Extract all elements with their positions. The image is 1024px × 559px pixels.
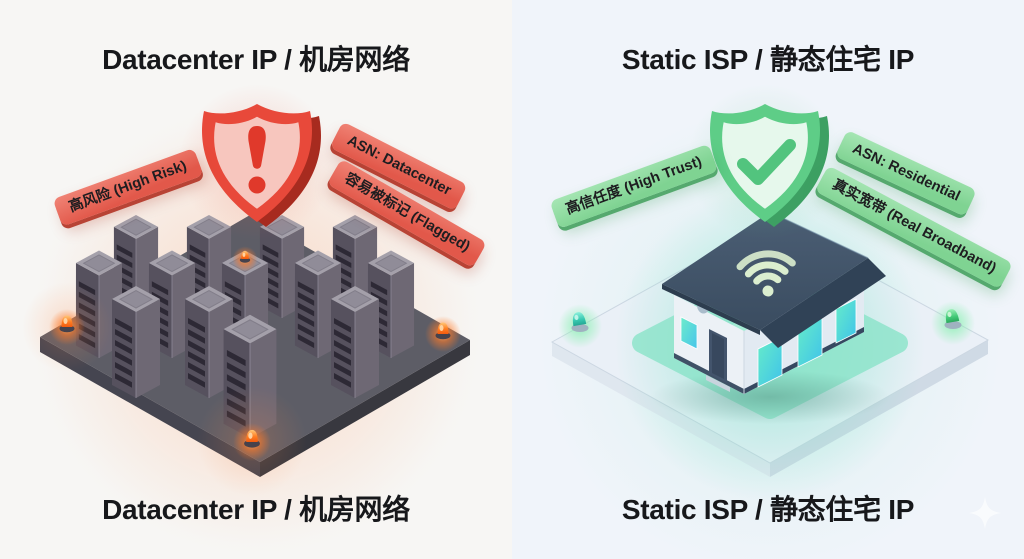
- green-light-icon: [931, 301, 975, 345]
- alarm-light-icon: [49, 309, 85, 345]
- datacenter-scene: [22, 84, 471, 545]
- warning-shield-icon: [179, 84, 335, 240]
- sparkle-watermark-icon: [969, 497, 1001, 529]
- datacenter-title-bottom: Datacenter IP / 机房网络: [102, 494, 410, 525]
- alarm-light-icon: [232, 246, 258, 272]
- green-light-icon: [558, 304, 602, 348]
- datacenter-title-top: Datacenter IP / 机房网络: [102, 44, 410, 75]
- house: [662, 211, 886, 394]
- alarm-light-icon: [425, 316, 461, 352]
- residential-title-bottom: Static ISP / 静态住宅 IP: [621, 494, 915, 525]
- alarm-light-icon: [233, 423, 271, 461]
- status-lights: [558, 301, 975, 348]
- residential-scene: [550, 84, 990, 500]
- roof: [662, 212, 868, 330]
- house-shadow: [650, 370, 890, 424]
- check-shield-icon: [687, 84, 843, 240]
- residential-title-top: Static ISP / 静态住宅 IP: [621, 44, 915, 75]
- door: [706, 329, 730, 392]
- window: [835, 298, 857, 344]
- wifi-icon: [736, 250, 796, 297]
- window: [680, 316, 698, 350]
